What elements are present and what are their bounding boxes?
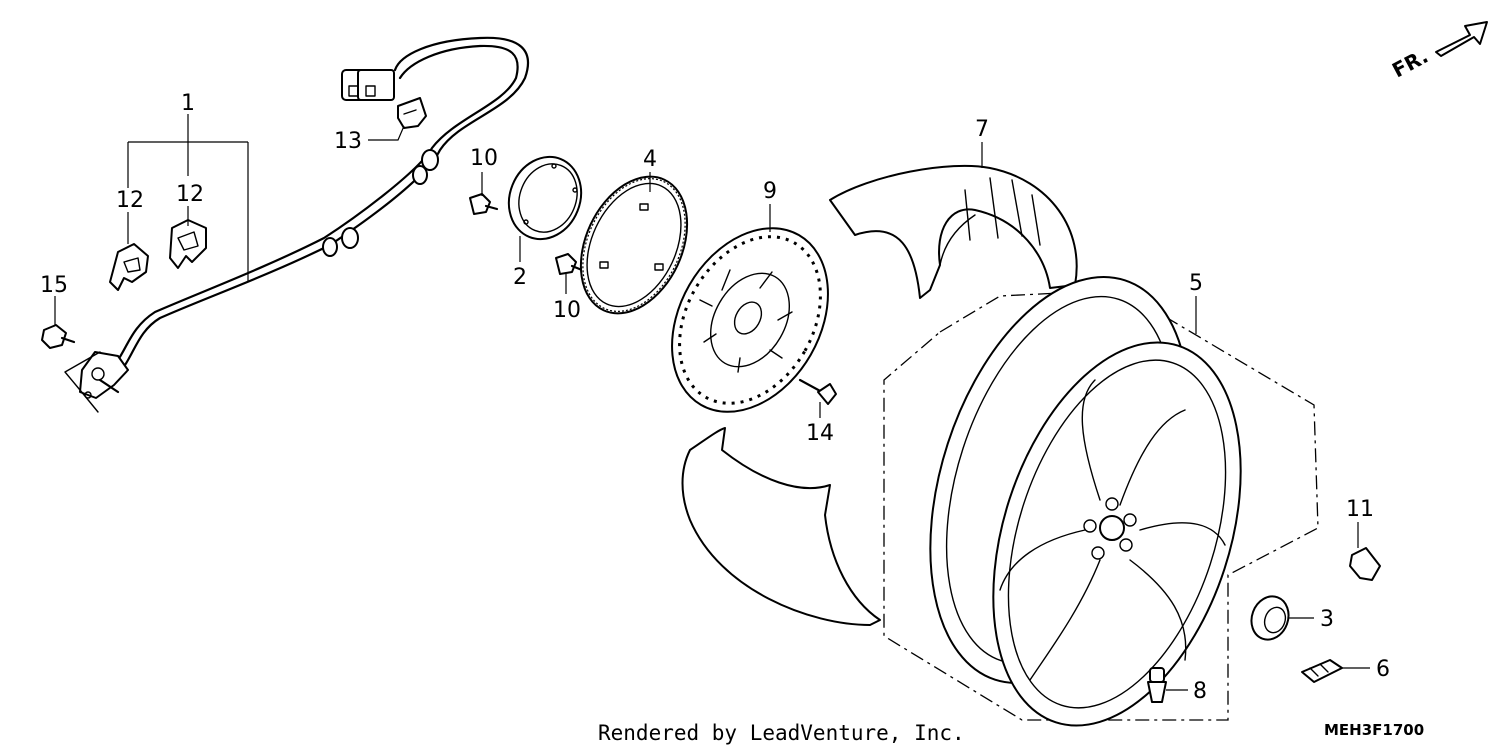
callout-4: 4 xyxy=(643,147,657,172)
balance-weight-6 xyxy=(1301,659,1343,683)
brake-disc-9 xyxy=(671,227,829,413)
valve-8 xyxy=(1147,667,1167,703)
callout-2: 2 xyxy=(513,265,527,290)
wheel-speed-sensor-harness xyxy=(64,36,530,413)
wheel-5 xyxy=(883,275,1319,727)
callout-1: 1 xyxy=(181,91,195,116)
axle-nut-11 xyxy=(1349,547,1381,581)
callout-13: 13 xyxy=(334,129,362,154)
callout-14: 14 xyxy=(806,421,834,446)
pulser-ring-4 xyxy=(579,175,689,315)
callout-9: 9 xyxy=(763,179,777,204)
direction-label: FR. xyxy=(1388,44,1432,83)
leader-lines xyxy=(54,114,1370,691)
front-direction-arrow: FR. xyxy=(1388,21,1488,83)
callout-10a: 10 xyxy=(470,146,498,171)
callout-12a: 12 xyxy=(116,188,144,213)
footer-credit: Rendered by LeadVenture, Inc. xyxy=(598,721,965,745)
callout-6: 6 xyxy=(1376,657,1390,682)
bolt-14 xyxy=(798,378,837,405)
callout-5: 5 xyxy=(1189,271,1203,296)
callout-3: 3 xyxy=(1320,607,1334,632)
callout-15: 15 xyxy=(40,273,68,298)
callouts: 1 12 12 15 13 10 2 10 4 9 14 7 5 11 3 6 … xyxy=(40,91,1390,704)
bolts-10 xyxy=(469,193,584,275)
tire-7 xyxy=(681,164,1078,626)
hub-ring-2 xyxy=(507,155,583,241)
callout-11: 11 xyxy=(1346,497,1374,522)
callout-10b: 10 xyxy=(553,298,581,323)
collar-3 xyxy=(1250,595,1290,641)
callout-7: 7 xyxy=(975,117,989,142)
diagram-code: MEH3F1700 xyxy=(1324,721,1424,739)
callout-8: 8 xyxy=(1193,679,1207,704)
harness-clamps-12 xyxy=(109,219,207,291)
harness-clip-13 xyxy=(397,97,427,129)
callout-12b: 12 xyxy=(176,182,204,207)
bolt-15 xyxy=(41,324,76,349)
